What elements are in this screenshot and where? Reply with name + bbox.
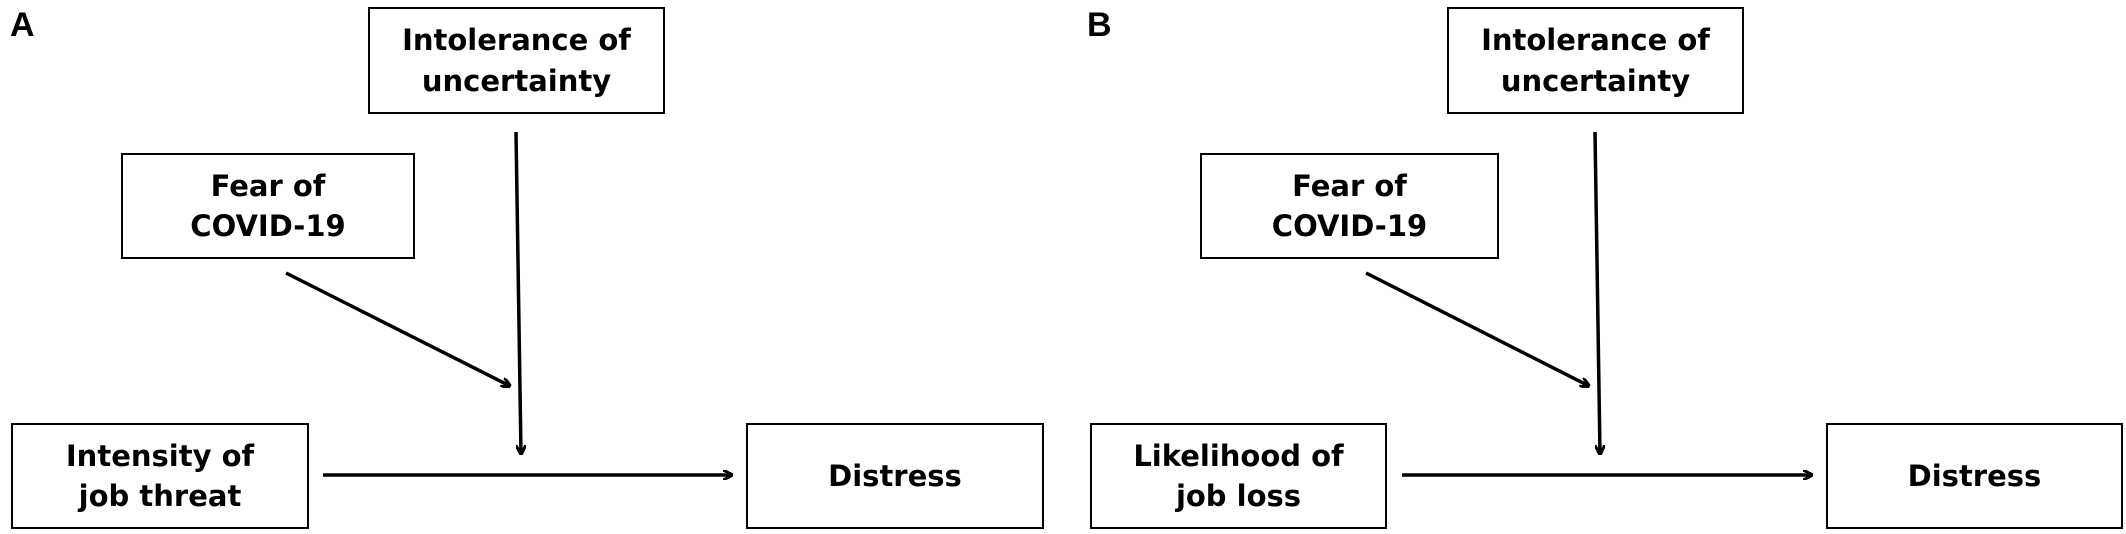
panel-b-fear-line2: COVID-19 — [1271, 209, 1428, 243]
arrow-intolerance-to-path-a — [514, 131, 521, 454]
panel-b-fear-line1: Fear of — [1292, 168, 1407, 203]
arrow-intolerance-to-path-b — [1593, 131, 1600, 454]
panel-a-fear-line2: COVID-19 — [190, 209, 346, 243]
panel-a-letter: A — [10, 6, 35, 44]
panel-a-predictor-box: Intensity of job threat — [11, 423, 309, 529]
panel-b-letter: B — [1087, 6, 1112, 44]
panel-b-intolerance-line2: uncertainty — [1500, 63, 1691, 98]
panel-b-distress-label: Distress — [1907, 458, 2042, 493]
panel-a-fear-line1: Fear of — [210, 168, 326, 203]
panel-b-predictor-line1: Likelihood of — [1133, 438, 1344, 473]
panel-b-predictor-box: Likelihood of job loss — [1090, 423, 1387, 529]
arrow-fear-to-path-a — [285, 271, 510, 386]
panel-b-distress-box: Distress — [1826, 423, 2123, 529]
panel-a-distress-label: Distress — [828, 458, 962, 493]
panel-a-intolerance-box: Intolerance of uncertainty — [368, 7, 665, 114]
panel-a-distress-box: Distress — [746, 423, 1044, 529]
panel-a-fear-box: Fear of COVID-19 — [121, 153, 415, 259]
panel-a-intolerance-line2: uncertainty — [421, 63, 612, 98]
panel-b-intolerance-box: Intolerance of uncertainty — [1447, 7, 1744, 114]
panel-b-intolerance-line1: Intolerance of — [1481, 23, 1710, 58]
arrow-fear-to-path-b — [1365, 271, 1589, 386]
panel-b-predictor-line2: job loss — [1175, 479, 1302, 513]
panel-a-intolerance-line1: Intolerance of — [402, 23, 631, 58]
panel-b-fear-box: Fear of COVID-19 — [1200, 153, 1499, 259]
panel-a-predictor-line1: Intensity of — [65, 438, 255, 473]
panel-a-predictor-line2: job threat — [78, 479, 242, 513]
